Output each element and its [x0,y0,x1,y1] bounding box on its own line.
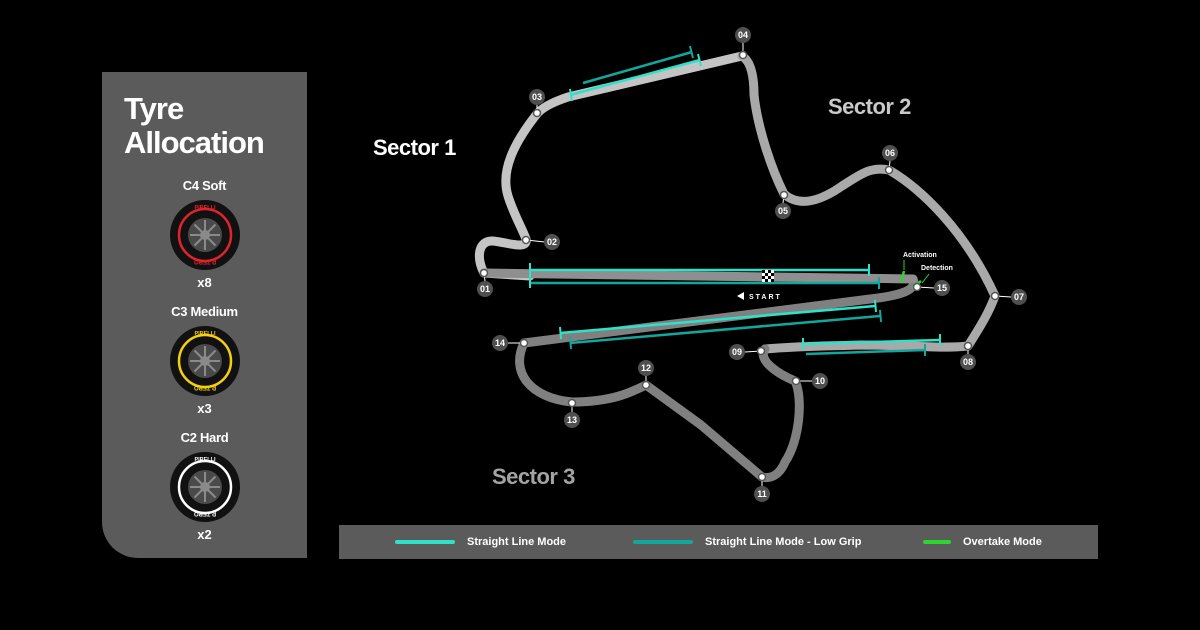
track-map: Activation Detection START Sector 1 Sect… [373,27,1027,502]
legend-label-slm: Straight Line Mode [467,536,566,548]
legend-item-slm: Straight Line Mode [395,525,566,559]
slm-zone-back-straight [559,299,882,350]
tyre-hard-sidewall: P ZERO [193,510,216,516]
tyre-hard-icon: PIRELLI P ZERO [169,452,240,522]
tyre-medium: C3 Medium PIRELLI P ZERO x3 [102,304,307,416]
chequered-flag-icon [762,270,774,282]
corner-14: 14 [492,335,529,351]
tyre-soft: C4 Soft PIRELLI P ZERO x8 [102,178,307,290]
corner-14-number: 14 [495,338,505,348]
corner-09: 09 [729,344,766,360]
start-label: START [749,294,782,301]
corner-11: 11 [754,472,770,502]
panel-title-line1: Tyre [124,91,184,126]
corner-10-number: 10 [815,376,825,386]
corner-15-number: 15 [937,283,947,293]
corner-11-number: 11 [757,489,767,499]
tyre-soft-sidewall: P ZERO [193,258,216,264]
legend-bar: Straight Line Mode Straight Line Mode - … [339,525,1098,559]
corner-04-number: 04 [738,30,748,40]
legend-item-slm-low-grip: Straight Line Mode - Low Grip [633,525,861,559]
corner-12-number: 12 [641,363,651,373]
corner-13: 13 [564,398,580,428]
corner-09-number: 09 [732,347,742,357]
corner-07-number: 07 [1014,292,1024,302]
legend-swatch-overtake [923,540,951,544]
corner-13-number: 13 [567,415,577,425]
tyre-medium-name: C3 Medium [171,304,238,319]
corner-08-number: 08 [963,357,973,367]
tyre-medium-qty: x3 [197,401,212,416]
legend-item-overtake: Overtake Mode [923,525,1042,559]
legend-label-overtake: Overtake Mode [963,536,1042,548]
panel-title-line2: Allocation [124,125,265,160]
detection-label: Detection [921,265,953,272]
corner-05-number: 05 [778,206,788,216]
corner-08: 08 [960,341,976,370]
corner-06: 06 [882,145,898,175]
sector-3-label: Sector 3 [492,464,575,489]
track-sector-1 [474,51,747,281]
corner-15: 15 [912,280,950,296]
tyre-hard-name: C2 Hard [180,430,229,445]
tyre-medium-brand: PIRELLI [194,331,216,337]
legend-label-slm-low-grip: Straight Line Mode - Low Grip [705,536,862,548]
tyre-soft-brand: PIRELLI [194,205,216,211]
corner-07: 07 [990,289,1027,305]
activation-label: Activation [903,252,937,259]
tyre-soft-icon: PIRELLI P ZERO [169,200,240,270]
sector-1-label: Sector 1 [373,135,456,160]
corner-05: 05 [775,190,791,219]
slm-zone-turn8-9 [802,334,941,356]
corner-02: 02 [521,234,560,250]
tyre-allocation-panel: Tyre Allocation C4 Soft PIRELLI P ZERO x… [102,72,307,558]
tyre-medium-icon: PIRELLI P ZERO [169,326,240,396]
corner-02-number: 02 [547,237,557,247]
direction-arrow-icon [737,292,744,300]
track-main-straight [479,268,918,284]
corner-12: 12 [638,360,654,390]
tyre-medium-sidewall: P ZERO [193,384,216,390]
tyre-hard: C2 Hard PIRELLI P ZERO x2 [102,430,307,542]
corner-04: 04 [735,27,751,60]
corner-markers: 01 02 03 04 05 06 07 08 09 10 11 12 13 1… [477,27,1027,502]
slm-zone-main [529,263,880,289]
legend-swatch-slm-low-grip [633,540,693,544]
tyre-hard-qty: x2 [197,527,212,542]
panel-title: Tyre Allocation [124,91,265,160]
tyre-hard-brand: PIRELLI [194,457,216,463]
slm-zone-turn3-4 [569,45,702,102]
corner-06-number: 06 [885,148,895,158]
track-sector-2 [737,51,1000,354]
corner-01-number: 01 [480,284,490,294]
legend-swatch-slm [395,540,455,544]
tyre-soft-qty: x8 [197,275,212,290]
corner-01: 01 [477,268,493,297]
corner-03-number: 03 [532,92,542,102]
tyre-soft-name: C4 Soft [182,178,227,193]
corner-10: 10 [791,373,828,389]
overtake-activation-marker [899,270,906,284]
sector-2-label: Sector 2 [828,94,911,119]
corner-03: 03 [529,89,545,118]
